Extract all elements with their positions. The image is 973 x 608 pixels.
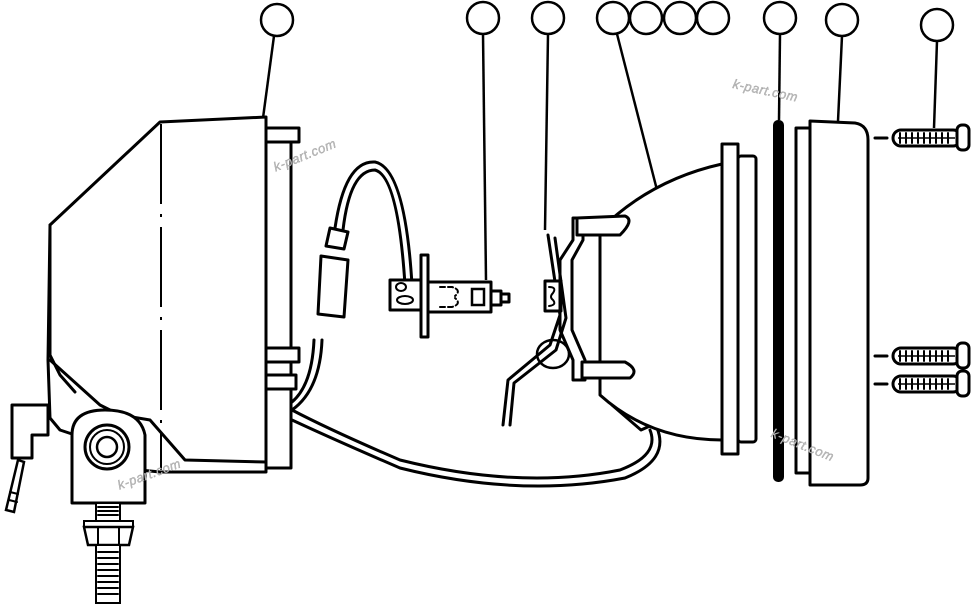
sealing-gasket[interactable] — [773, 120, 784, 482]
balloon-gasket[interactable] — [762, 0, 798, 121]
balloon-screw[interactable] — [919, 7, 955, 129]
halogen-bulb[interactable] — [388, 253, 511, 339]
lamp-housing[interactable] — [46, 115, 301, 474]
front-bezel[interactable] — [794, 119, 870, 487]
screw-middle[interactable] — [873, 341, 971, 370]
balloon-spring-clip[interactable] — [530, 0, 566, 231]
reflector-lens-unit[interactable] — [558, 142, 758, 456]
callout-balloons — [259, 0, 955, 281]
spring-clip[interactable] — [501, 233, 571, 427]
screw-top[interactable] — [873, 123, 971, 152]
balloon-bulb[interactable] — [465, 0, 501, 281]
balloon-bezel[interactable] — [824, 2, 860, 122]
balloon-reflector-group[interactable] — [595, 0, 731, 191]
balloon-housing[interactable] — [259, 2, 295, 119]
screw-bottom[interactable] — [873, 369, 971, 398]
mounting-bracket[interactable] — [70, 408, 147, 604]
side-cable-plug[interactable] — [4, 403, 50, 514]
mounting-screws[interactable] — [873, 123, 971, 398]
bolt — [82, 502, 135, 604]
